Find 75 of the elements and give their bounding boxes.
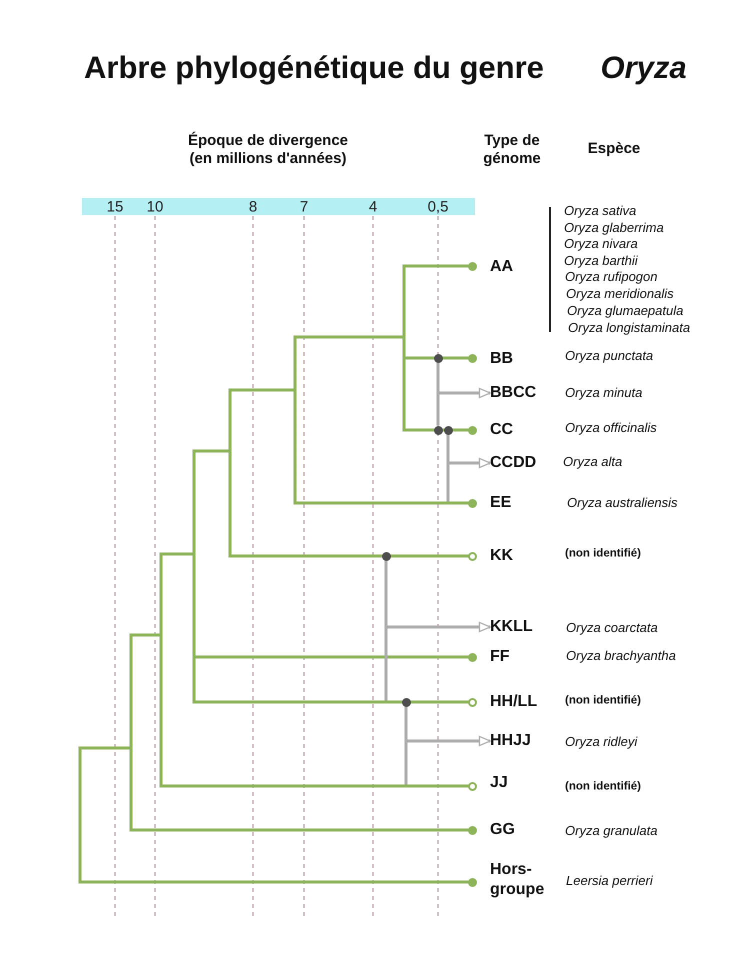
unidentified-note: (non identifié) xyxy=(565,694,642,708)
genome-label: BB xyxy=(490,349,514,369)
column-header: Type de génome xyxy=(482,132,542,168)
tree-branch-line xyxy=(192,656,469,658)
axis-tick-label: 7 xyxy=(300,198,308,215)
tree-branch-line xyxy=(130,828,469,832)
species-name: Oryza rufipogon xyxy=(565,269,658,285)
species-name: Oryza glaberrima xyxy=(564,220,664,236)
tree-branch-line xyxy=(228,554,469,558)
tree-branch-line xyxy=(78,746,82,884)
species-name: Oryza punctata xyxy=(565,348,654,364)
tree-branch-line xyxy=(402,264,469,268)
tree-branch-line xyxy=(228,388,296,392)
genome-label: FF xyxy=(490,647,510,667)
species-name: Oryza barthii xyxy=(564,252,638,268)
tree-branch-line xyxy=(160,552,196,556)
axis-tick-label: 15 xyxy=(106,198,124,215)
species-name: Oryza coarctata xyxy=(566,620,658,636)
tree-branch-line xyxy=(402,356,469,360)
genome-label: GG xyxy=(490,820,515,840)
axis-tick-label: 8 xyxy=(248,198,258,215)
species-name: Oryza granulata xyxy=(565,823,658,839)
leaf-ring-icon xyxy=(468,782,476,790)
tree-branch-line xyxy=(192,450,232,452)
column-header: Espèce xyxy=(586,140,642,158)
species-name: Oryza longistaminata xyxy=(568,320,690,336)
axis-tick-label: 4 xyxy=(368,198,378,215)
species-name: Oryza meridionalis xyxy=(566,286,674,302)
genome-label: EE xyxy=(490,493,512,513)
genome-label: HHJJ xyxy=(490,731,531,751)
tree-branch-line xyxy=(228,388,232,558)
genome-label: CCDD xyxy=(490,453,536,473)
species-name: Oryza nivara xyxy=(564,236,638,252)
hybridization-arrow xyxy=(446,458,491,502)
unidentified-note: (non identifié) xyxy=(565,780,642,794)
genome-label: AA xyxy=(490,257,514,277)
leaf-ring-icon xyxy=(468,698,476,706)
genome-label: HH/LL xyxy=(490,692,538,712)
tree-branch-line xyxy=(192,450,196,704)
species-name: Oryza brachyantha xyxy=(566,648,676,664)
hybridization-arrow xyxy=(436,388,491,426)
tree-branch-line xyxy=(192,700,469,704)
diagram-title: Arbre phylogénétique du genre Oryza xyxy=(84,49,687,87)
tree-branch-line xyxy=(294,502,469,504)
species-name: Oryza ridleyi xyxy=(565,734,638,750)
species-name: Oryza glumaepatula xyxy=(567,303,684,319)
species-name: Oryza sativa xyxy=(564,203,636,219)
axis-tick-label: 0,5 xyxy=(428,198,448,215)
genome-label: KKLL xyxy=(490,617,533,637)
axis-tick-label: 10 xyxy=(146,198,164,215)
species-name: Oryza officinalis xyxy=(565,420,657,436)
tree-branch-line xyxy=(78,880,469,884)
leaf-ring-icon xyxy=(468,552,476,560)
tree-branch-line xyxy=(130,634,162,636)
hybridization-arrow xyxy=(384,622,491,700)
tree-branch-line xyxy=(78,746,132,750)
unidentified-note: (non identifié) xyxy=(565,546,642,562)
genome-label: Hors-groupe xyxy=(490,860,552,900)
species-name: Oryza australiensis xyxy=(567,495,678,511)
tree-branch-line xyxy=(130,634,132,832)
tree-branch-line xyxy=(402,264,406,432)
column-header: Époque de divergence (en millions d'années) xyxy=(186,132,350,168)
species-name: Leersia perrieri xyxy=(566,873,653,889)
tree-branch-line xyxy=(402,428,469,432)
hybridization-arrow xyxy=(404,736,491,784)
tree-branch-line xyxy=(160,552,162,788)
genome-label: JJ xyxy=(490,773,508,793)
tree-branch-line xyxy=(294,336,296,504)
species-name: Oryza minuta xyxy=(565,385,642,401)
genome-label: KK xyxy=(490,546,514,566)
species-name: Oryza alta xyxy=(563,454,622,470)
tree-branch-line xyxy=(160,784,469,788)
genome-label: BBCC xyxy=(490,383,536,403)
genome-label: CC xyxy=(490,420,514,440)
tree-branch-line xyxy=(294,336,406,338)
